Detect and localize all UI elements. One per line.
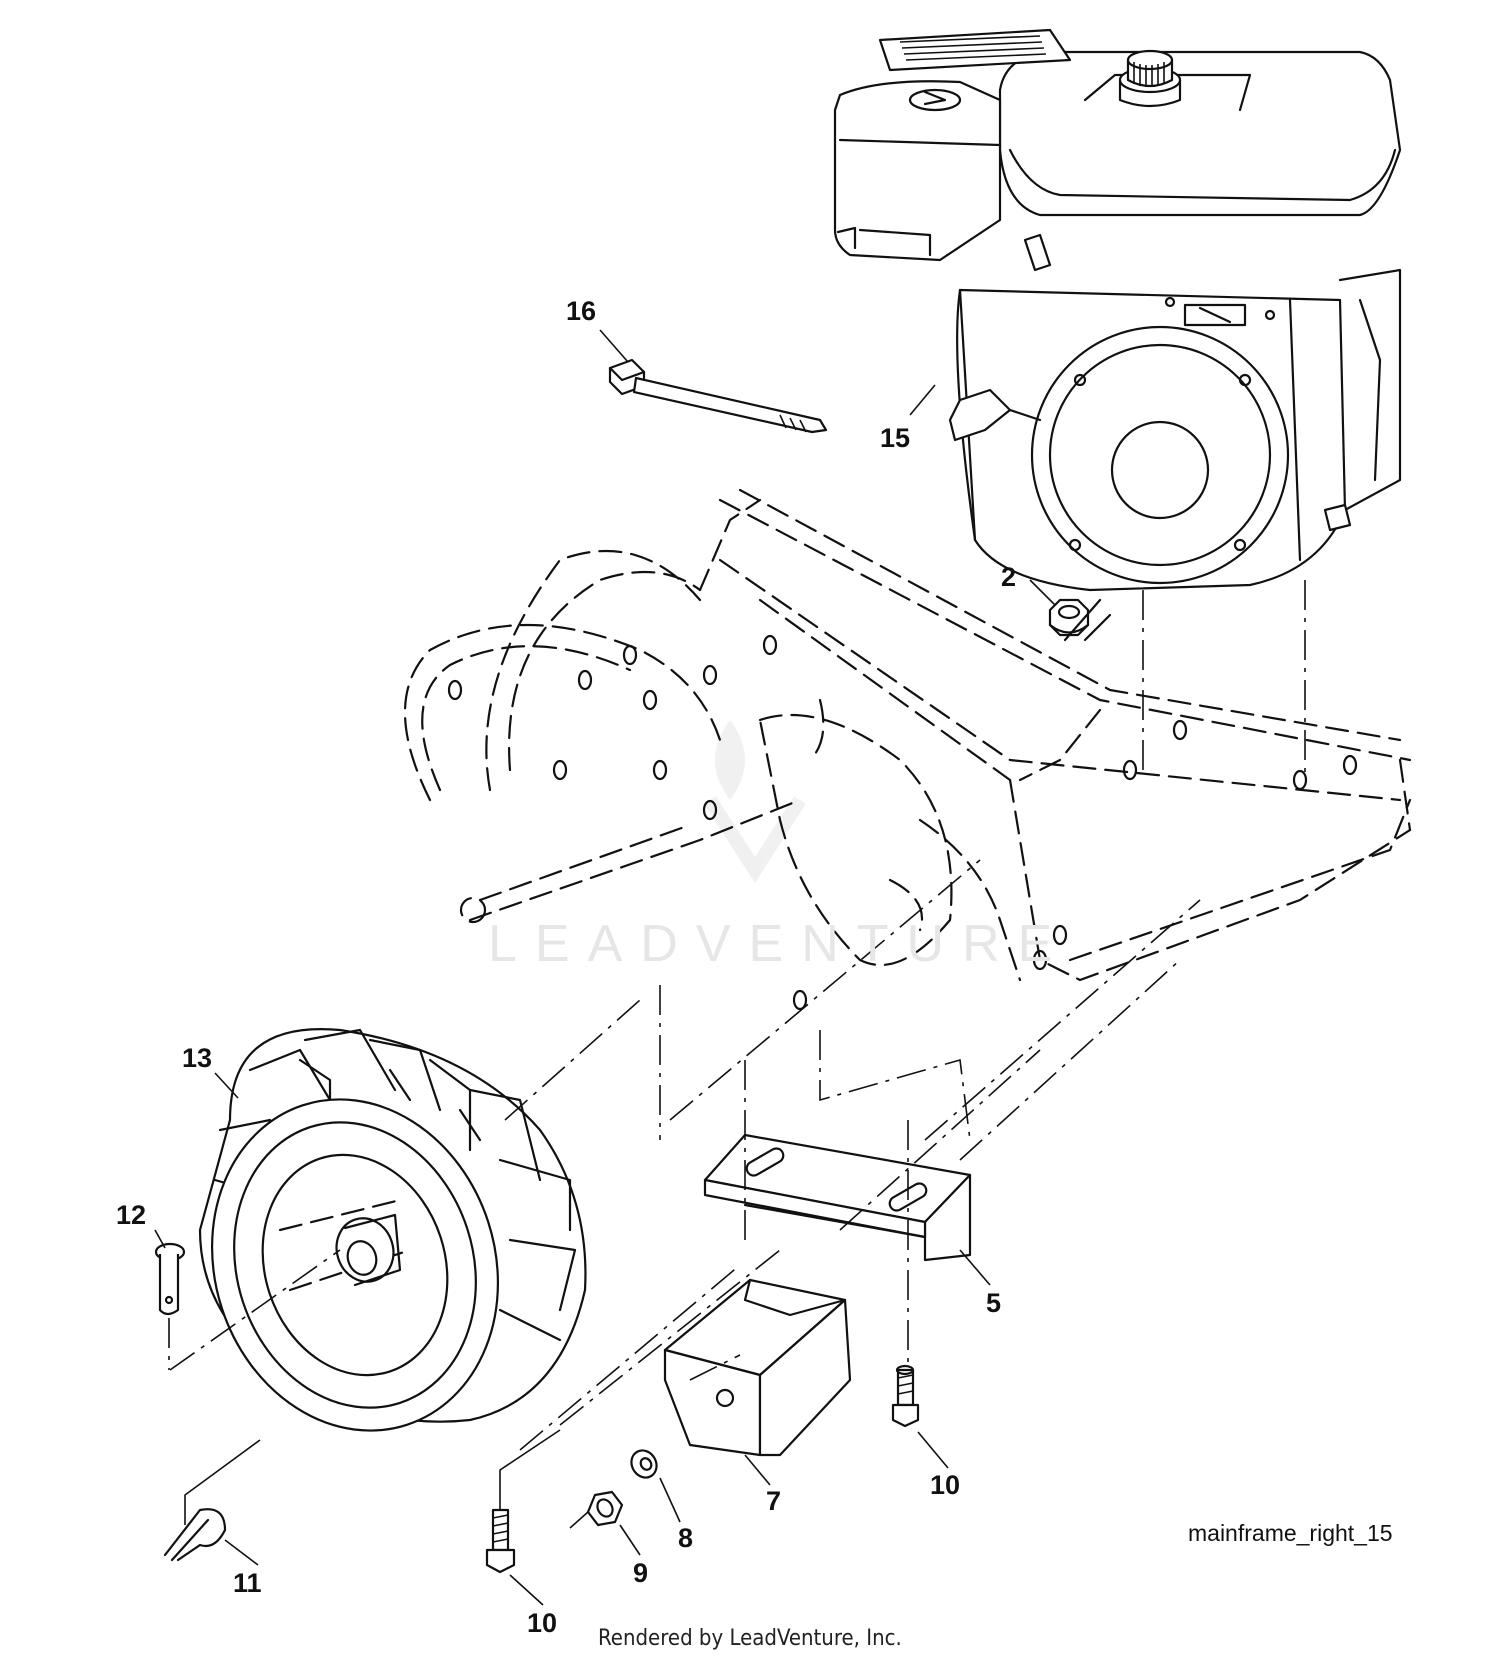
callout-13: 13 [182, 1043, 213, 1073]
flange-nut [1048, 598, 1112, 642]
callout-8: 8 [678, 1523, 694, 1553]
washer [630, 1449, 658, 1479]
frame-assembly-phantom [403, 488, 1412, 1011]
wheel-tire [198, 1028, 587, 1432]
cable-tie [608, 358, 828, 434]
engine [833, 28, 1402, 780]
callout-9: 9 [633, 1558, 649, 1588]
assembly-lines [169, 859, 1201, 1451]
callout-12: 12 [116, 1200, 147, 1230]
callout-2: 2 [1001, 562, 1017, 592]
callout-7: 7 [766, 1486, 782, 1516]
hex-nut [569, 1490, 624, 1529]
hex-bolt-right [891, 1364, 920, 1428]
callout-10-right: 10 [930, 1470, 961, 1500]
callout-16: 16 [566, 296, 597, 326]
hex-bolt-left [485, 1429, 561, 1574]
weight-block [663, 1278, 852, 1457]
callout-5: 5 [986, 1288, 1002, 1318]
mounting-bracket [703, 1133, 972, 1262]
diagram-id: mainframe_right_15 [1188, 1520, 1393, 1546]
callout-15: 15 [880, 423, 911, 453]
watermark-text: LEADVENTURE [488, 915, 1071, 973]
frame-bolt-holes [447, 634, 1358, 1011]
callout-11: 11 [233, 1568, 262, 1598]
leader-lines [154, 329, 1056, 1606]
hairpin-clip [163, 1439, 261, 1562]
callout-10-left: 10 [527, 1608, 558, 1638]
watermark-logo [704, 720, 806, 883]
footer-credit: Rendered by LeadVenture, Inc. [598, 1626, 902, 1651]
clevis-pin [154, 1242, 186, 1370]
